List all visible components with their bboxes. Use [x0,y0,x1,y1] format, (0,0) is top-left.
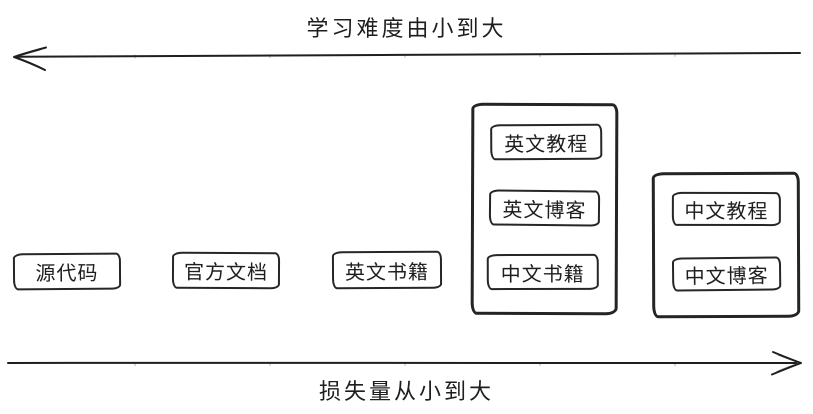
box-label: 英文教程 [504,133,589,156]
right-arrow-icon [7,351,802,376]
box-source-code: 源代码 [12,252,122,291]
box-label: 英文博客 [502,199,587,222]
box-label: 中文书籍 [500,263,585,286]
box-label: 中文博客 [684,265,769,288]
box-label: 中文教程 [684,200,769,223]
resource-group-1: 英文教程 英文博客 中文书籍 [470,102,619,316]
box-chinese-tutorials: 中文教程 [671,191,781,227]
box-english-books: 英文书籍 [331,250,443,290]
box-label: 官方文档 [183,261,269,285]
box-english-blogs: 英文博客 [488,189,601,227]
box-chinese-blogs: 中文博客 [671,256,782,292]
resource-group-2: 中文教程 中文博客 [651,171,801,319]
box-english-tutorials: 英文教程 [490,123,603,161]
box-label: 源代码 [35,262,99,286]
left-arrow-icon [13,46,801,71]
box-official-docs: 官方文档 [171,251,281,290]
box-chinese-books: 中文书籍 [486,253,599,291]
box-label: 英文书籍 [344,261,430,284]
bottom-axis-label: 损失量从小到大 [318,379,494,404]
top-axis-label: 学习难度由小到大 [306,16,507,41]
